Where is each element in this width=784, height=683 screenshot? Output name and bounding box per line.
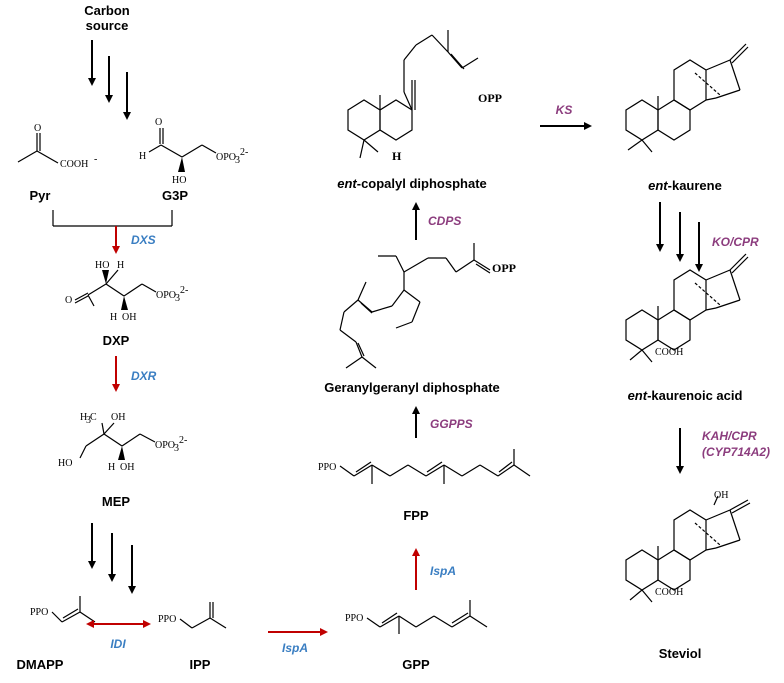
svg-text:HO: HO xyxy=(172,175,186,186)
svg-text:HO: HO xyxy=(95,260,109,271)
carbon-source-label-1: Carbon xyxy=(84,3,130,18)
g3p-label: G3P xyxy=(162,188,188,203)
cpp-h: H xyxy=(392,149,402,163)
pyruvate-structure: O COOH - xyxy=(17,123,97,170)
enzyme-kah-cpr: KAH/CPR xyxy=(702,429,757,443)
g3p-structure: O H HO OPO 3 2- xyxy=(139,117,248,186)
enzyme-dxs: DXS xyxy=(131,233,156,247)
enzyme-idi: IDI xyxy=(110,637,126,651)
svg-text:2-: 2- xyxy=(240,147,248,158)
carbon-source-label-2: source xyxy=(86,18,129,33)
mep-label: MEP xyxy=(102,494,131,509)
kaurene-structure xyxy=(625,43,749,153)
svg-text:H: H xyxy=(110,312,117,323)
svg-text:C: C xyxy=(90,412,97,423)
svg-text:OH: OH xyxy=(111,412,125,423)
gpp-structure: PPO xyxy=(345,600,488,634)
svg-text:HO: HO xyxy=(58,458,72,469)
fpp-structure: PPO xyxy=(318,449,531,484)
enzyme-dxr: DXR xyxy=(131,369,157,383)
dmapp-label: DMAPP xyxy=(17,657,64,672)
copalyl-label: ent-copalyl diphosphate xyxy=(337,176,487,191)
ggpp-label: Geranylgeranyl diphosphate xyxy=(324,380,500,395)
ipp-label: IPP xyxy=(190,657,211,672)
steviol-cooh: COOH xyxy=(655,587,683,598)
svg-text:OPO: OPO xyxy=(155,440,175,451)
gpp-label: GPP xyxy=(402,657,430,672)
svg-text:3: 3 xyxy=(175,293,180,304)
svg-text:H: H xyxy=(108,462,115,473)
pyr-g3p-join xyxy=(52,210,173,254)
svg-text:PPO: PPO xyxy=(158,614,176,625)
svg-text:3: 3 xyxy=(174,443,179,454)
enzyme-cdps: CDPS xyxy=(428,214,461,228)
svg-text:H: H xyxy=(80,412,87,423)
mep-structure: H 3 C OH HO H OH OPO 3 2- xyxy=(58,412,187,473)
fpp-label: FPP xyxy=(403,508,429,523)
svg-text:3: 3 xyxy=(235,155,240,166)
svg-text:PPO: PPO xyxy=(318,462,336,473)
svg-text:H: H xyxy=(117,260,124,271)
svg-text:O: O xyxy=(155,117,162,128)
copalyl-structure xyxy=(347,30,479,159)
cpp-opp: OPP xyxy=(478,91,502,105)
enzyme-ispa-1: IspA xyxy=(282,641,308,655)
svg-text:OH: OH xyxy=(122,312,136,323)
svg-text:2-: 2- xyxy=(179,435,187,446)
dmapp-structure: PPO xyxy=(30,596,96,623)
dxp-label: DXP xyxy=(103,333,130,348)
mep-to-ipp-arrows xyxy=(88,523,136,594)
carbon-source-arrows xyxy=(88,40,131,120)
svg-text:O: O xyxy=(65,295,72,306)
kaurenoic-label: ent-kaurenoic acid xyxy=(628,388,743,403)
svg-text:3: 3 xyxy=(86,415,91,426)
svg-text:O: O xyxy=(34,123,41,134)
svg-text:2-: 2- xyxy=(180,285,188,296)
dxp-structure: O HO H H OH OPO 3 2- xyxy=(65,260,188,323)
steviol-structure xyxy=(625,495,751,603)
enzyme-ks: KS xyxy=(556,103,573,117)
svg-text:OH: OH xyxy=(120,462,134,473)
svg-text:OPO: OPO xyxy=(216,152,236,163)
steviol-label: Steviol xyxy=(659,646,702,661)
steviol-oh: OH xyxy=(714,490,728,501)
enzyme-cyp714a2: (CYP714A2) xyxy=(702,445,770,459)
kaurenoic-cooh: COOH xyxy=(655,347,683,358)
enzyme-ispa-2: IspA xyxy=(430,564,456,578)
kaurenoic-structure xyxy=(625,253,749,363)
kaurene-label: ent-kaurene xyxy=(648,178,722,193)
svg-text:OPO: OPO xyxy=(156,290,176,301)
svg-text:PPO: PPO xyxy=(345,613,363,624)
enzyme-ko-cpr: KO/CPR xyxy=(712,235,759,249)
ipp-structure: PPO xyxy=(158,602,227,629)
svg-text:COOH: COOH xyxy=(60,159,88,170)
svg-text:-: - xyxy=(94,154,97,165)
enzyme-ggpps: GGPPS xyxy=(430,417,473,431)
svg-text:H: H xyxy=(139,151,146,162)
ggpp-structure xyxy=(339,243,491,369)
svg-text:PPO: PPO xyxy=(30,607,48,618)
pyr-label: Pyr xyxy=(30,188,51,203)
ko-cpr-arrows xyxy=(656,202,703,272)
ggpp-opp: OPP xyxy=(492,261,516,275)
